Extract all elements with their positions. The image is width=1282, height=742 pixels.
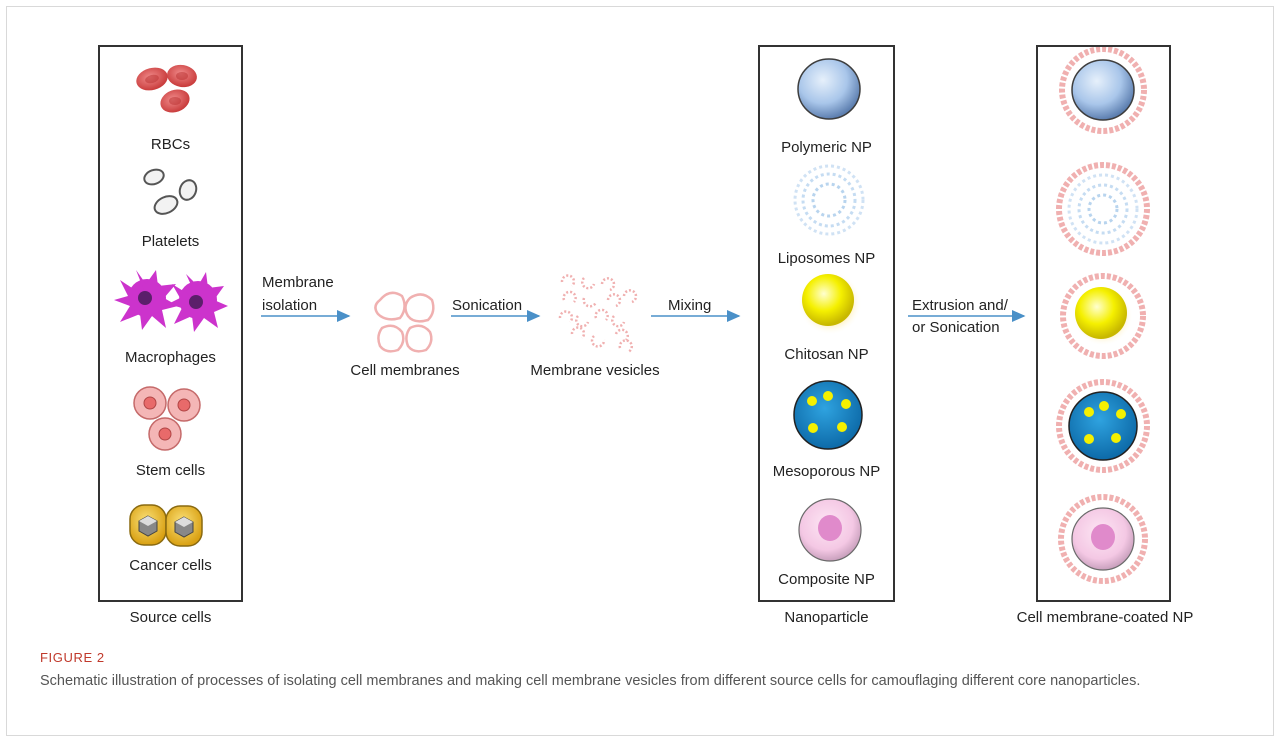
label-rbcs: RBCs: [150, 136, 191, 153]
macrophage-icon: [114, 270, 228, 332]
rbc-icon: [136, 64, 197, 113]
label-polymeric-np: Polymeric NP: [781, 139, 872, 156]
label-mesoporous-np: Mesoporous NP: [772, 463, 881, 480]
cell-membranes-icon: [374, 291, 435, 353]
chitosan-np-icon: [798, 271, 862, 335]
coated-np-panel: [1036, 45, 1171, 602]
label-extrusion-2: or Sonication: [912, 319, 1000, 336]
stem-cell-icon: [133, 386, 201, 451]
label-extrusion-1: Extrusion and/: [912, 297, 1008, 314]
label-macrophages: Macrophages: [125, 349, 216, 366]
coated-chitosan-icon: [1060, 273, 1146, 359]
label-membrane-isolation-2: isolation: [262, 297, 318, 314]
footer-coated-np: Cell membrane-coated NP: [1016, 609, 1194, 626]
liposome-np-icon: [793, 164, 865, 236]
label-membrane-vesicles: Membrane vesicles: [530, 362, 660, 379]
mesoporous-np-icon: [793, 380, 863, 450]
figure-label: FIGURE 2: [40, 650, 105, 665]
nanoparticle-panel: [758, 45, 895, 602]
label-platelets: Platelets: [141, 233, 200, 250]
label-liposomes-np: Liposomes NP: [777, 250, 876, 267]
label-sonication: Sonication: [452, 297, 523, 314]
figure-caption: Schematic illustration of processes of i…: [40, 673, 1141, 689]
cancer-cell-icon: [129, 504, 203, 547]
label-cell-membranes: Cell membranes: [350, 362, 460, 379]
label-chitosan-np: Chitosan NP: [784, 346, 869, 363]
coated-mesoporous-icon: [1056, 379, 1150, 473]
polymeric-np-icon: [797, 58, 861, 120]
figure-frame: [6, 6, 1274, 736]
label-stem-cells: Stem cells: [135, 462, 206, 479]
coated-polymeric-icon: [1059, 46, 1147, 134]
footer-nanoparticle: Nanoparticle: [784, 609, 869, 626]
platelet-icon: [143, 168, 198, 215]
label-cancer-cells: Cancer cells: [129, 557, 212, 574]
coated-composite-icon: [1058, 494, 1148, 584]
coated-liposome-icon: [1056, 162, 1150, 256]
footer-source-cells: Source cells: [129, 609, 212, 626]
source-cells-panel: [98, 45, 243, 602]
label-composite-np: Composite NP: [778, 571, 875, 588]
label-mixing: Mixing: [668, 297, 712, 314]
membrane-vesicles-icon: [558, 274, 638, 354]
composite-np-icon: [798, 498, 862, 562]
label-membrane-isolation-1: Membrane: [262, 274, 334, 291]
